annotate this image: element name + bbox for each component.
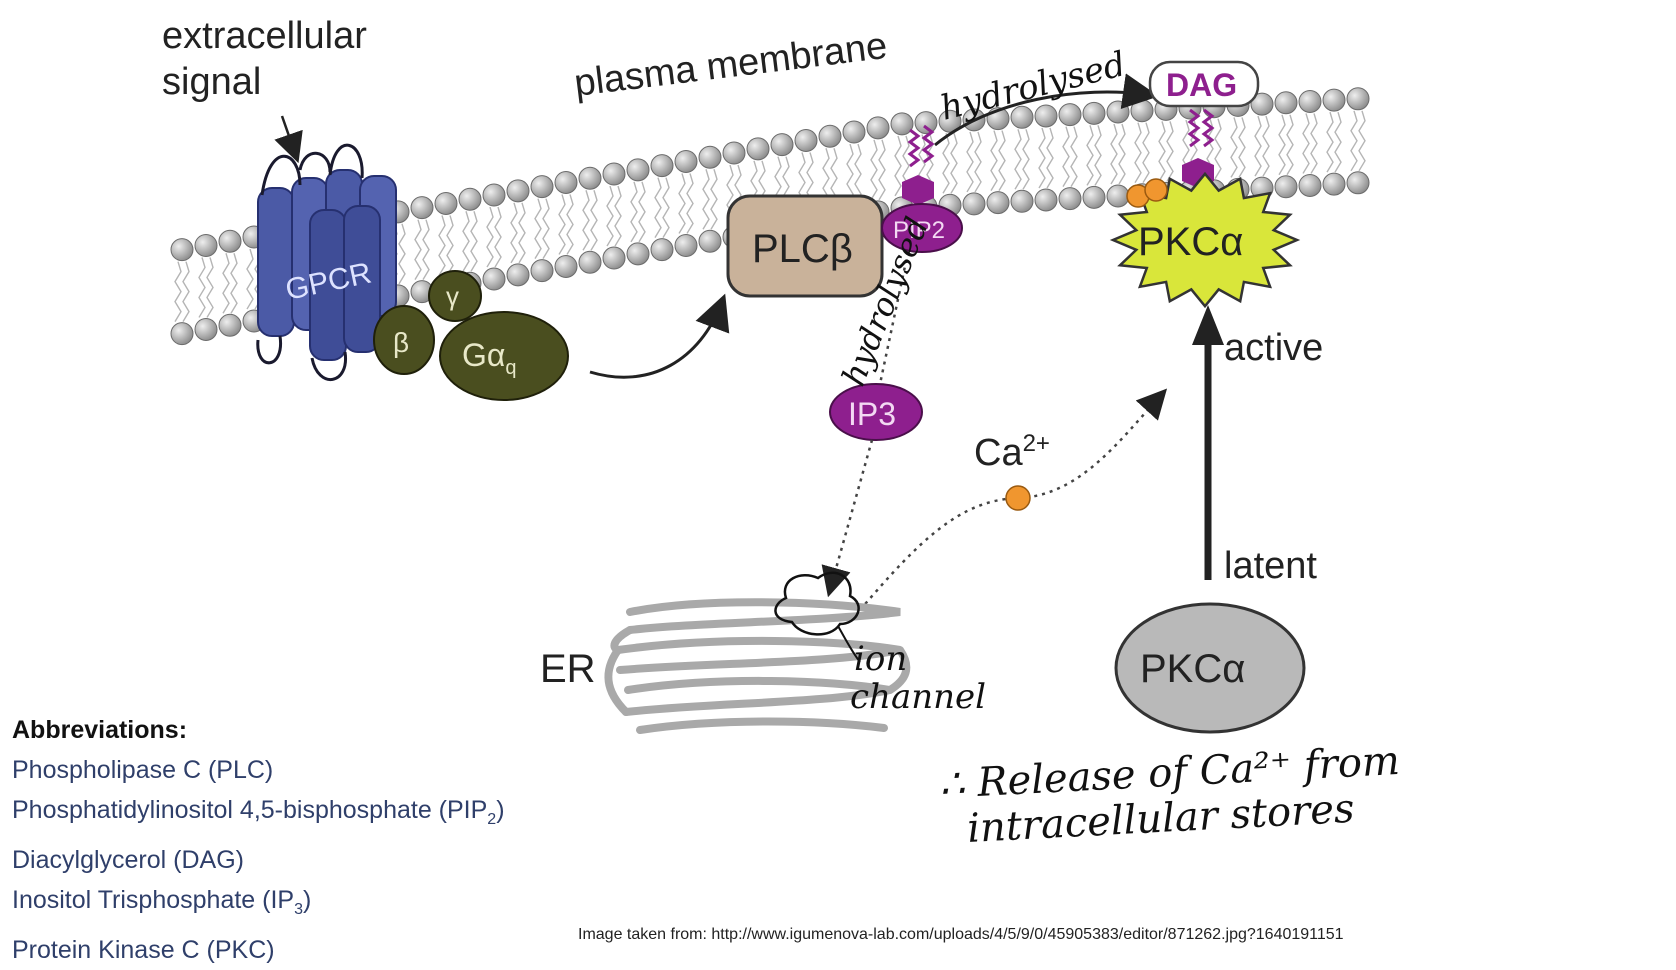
active-label: active (1224, 327, 1323, 369)
abbreviation-item: Inositol Trisphosphate (IP3) (12, 886, 312, 918)
g-protein-complex: β γ Gαq (373, 270, 569, 401)
galpha-to-plc-arrow (589, 293, 730, 379)
plasma-membrane-label: plasma membrane (572, 25, 889, 105)
pkc-active: PKCα (1109, 171, 1301, 309)
abbreviation-item: Protein Kinase C (PKC) (12, 936, 275, 964)
pkc-latent-label: PKCα (1140, 647, 1245, 691)
pip2-to-ip3-dotted (878, 251, 910, 385)
plc-beta-enzyme: PLCβ (726, 194, 884, 298)
abbreviations-title: Abbreviations: (12, 716, 188, 744)
ip3-to-er-dotted (821, 439, 874, 598)
abbreviation-item: Diacylglycerol (DAG) (12, 846, 244, 874)
latent-label: latent (1224, 545, 1317, 587)
ion-channel-sketch (774, 571, 860, 636)
g-alpha-label: Gαq (462, 337, 517, 379)
calcium-label: Ca2+ (974, 430, 1050, 474)
extracellular-label-2: signal (162, 61, 261, 103)
calcium-ion (1005, 485, 1031, 511)
pip2-lipid: PIP2 (881, 124, 963, 253)
extracellular-label-1: extracellular (162, 15, 367, 57)
channel-note: channel (850, 677, 986, 717)
endoplasmic-reticulum (604, 598, 911, 734)
pip2-label: PIP2 (893, 217, 945, 244)
er-to-pkc-calcium-path (859, 388, 1168, 611)
image-credit: Image taken from: http://www.igumenova-l… (578, 926, 1344, 943)
ip3-molecule: IP3 (829, 383, 923, 441)
pkc-latent: PKCα (1114, 602, 1306, 734)
gpcr-receptor: GPCR (256, 143, 397, 381)
pkc-active-label: PKCα (1138, 220, 1243, 264)
pip2-to-dag-arrow (934, 73, 1159, 147)
ip3-label: IP3 (848, 396, 896, 432)
dag-label: DAG (1166, 67, 1237, 103)
pkc-signaling-diagram: GPCR β γ Gαq PLCβ PIP2 DAG PKCα (162, 15, 1401, 852)
g-beta-label: β (393, 327, 409, 358)
signal-arrow (274, 115, 303, 164)
er-label: ER (540, 647, 596, 691)
abbreviations-list: Abbreviations: Phospholipase C (PLC) Phos… (12, 710, 505, 970)
plc-beta-label: PLCβ (752, 227, 853, 271)
abbreviation-item: Phospholipase C (PLC) (12, 756, 274, 784)
g-gamma-label: γ (446, 281, 459, 311)
dag-lipid: DAG (1148, 60, 1260, 188)
abbreviation-item: Phosphatidylinositol 4,5-bisphosphate (P… (12, 796, 505, 828)
ion-note: ion (854, 639, 907, 679)
